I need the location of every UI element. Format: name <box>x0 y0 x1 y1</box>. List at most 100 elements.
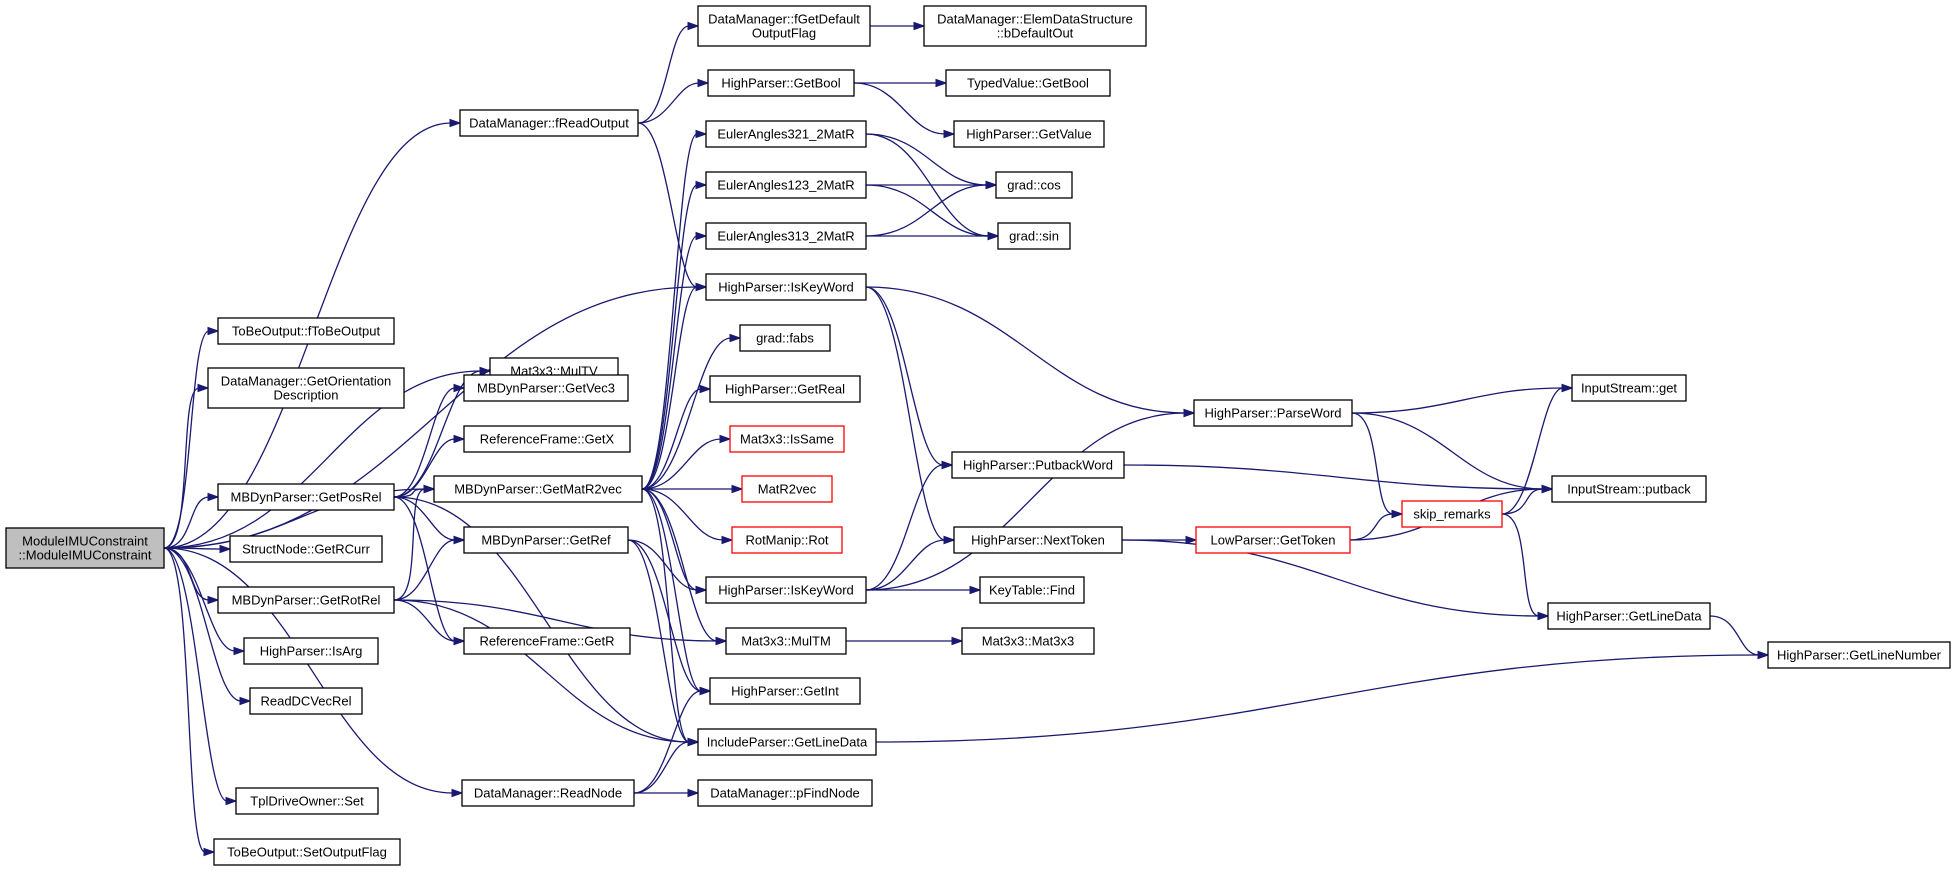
node-label: MBDynParser::GetRotRel <box>232 593 381 608</box>
node-hp-iskeyword1[interactable]: HighParser::IsKeyWord <box>705 273 867 301</box>
node-mb-getposrel[interactable]: MBDynParser::GetPosRel <box>217 483 395 511</box>
edge-mb_getmatr2vec-to-ea313 <box>641 235 698 490</box>
node-box <box>1401 500 1503 528</box>
arrowhead-mb_getmatr2vec-to-hp_iskeyword1 <box>695 282 708 292</box>
node-skip-remarks[interactable]: skip_remarks <box>1401 500 1503 528</box>
node-rotmanip-rot[interactable]: RotManip::Rot <box>731 526 843 554</box>
node-ip-getlinedata[interactable]: IncludeParser::GetLineData <box>697 728 877 756</box>
node-ea321[interactable]: EulerAngles321_2MatR <box>705 120 867 148</box>
node-hp-iskeyword2[interactable]: HighParser::IsKeyWord <box>705 576 867 604</box>
node-hp-parseword[interactable]: HighParser::ParseWord <box>1193 399 1353 427</box>
node-box <box>709 677 861 705</box>
node-is-get[interactable]: InputStream::get <box>1571 374 1687 402</box>
node-hp-getint[interactable]: HighParser::GetInt <box>709 677 861 705</box>
node-is-putback[interactable]: InputStream::putback <box>1551 475 1707 503</box>
node-label: DataManager::ElemDataStructure <box>937 12 1133 27</box>
edge-root-to-dm_getorient <box>163 387 200 549</box>
node-rf-getr[interactable]: ReferenceFrame::GetR <box>463 627 631 655</box>
node-mb-getrotrel[interactable]: MBDynParser::GetRotRel <box>217 586 395 614</box>
node-kt-find[interactable]: KeyTable::Find <box>979 576 1085 604</box>
edge-mb_getmatr2vec-to-ea123 <box>641 184 698 490</box>
arrowhead-root-to-mb_getposrel <box>207 492 220 502</box>
edge-lp_gettoken-to-skip_remarks <box>1349 513 1394 541</box>
arrowhead-dm_readnode-to-dm_pfindnode <box>687 788 700 798</box>
node-grad-cos[interactable]: grad::cos <box>995 171 1073 199</box>
node-mat-mat3x3[interactable]: Mat3x3::Mat3x3 <box>961 627 1095 655</box>
node-dm-freadoutput[interactable]: DataManager::fReadOutput <box>459 109 639 137</box>
arrowhead-dm_readnode-to-ip_getlinedata <box>687 737 700 747</box>
node-tdo-set[interactable]: TplDriveOwner::Set <box>235 787 379 815</box>
arrowhead-hp_getbool-to-tv_getbool <box>935 78 948 88</box>
node-hp-isarg[interactable]: HighParser::IsArg <box>243 637 379 665</box>
node-mat-multm[interactable]: Mat3x3::MulTM <box>725 627 847 655</box>
arrowhead-mb_getposrel-to-rf_getx <box>453 434 466 444</box>
arrowhead-mb_getposrel-to-mb_getvec3 <box>453 383 466 393</box>
edge-mb_getmatr2vec-to-grad_fabs <box>641 337 732 490</box>
node-box <box>243 637 379 665</box>
node-label: MBDynParser::GetPosRel <box>231 490 382 505</box>
node-ea313[interactable]: EulerAngles313_2MatR <box>705 222 867 250</box>
arrowhead-mb_getmatr2vec-to-grad_fabs <box>729 333 742 343</box>
node-hp-putbackword[interactable]: HighParser::PutbackWord <box>951 451 1125 479</box>
node-box <box>961 627 1095 655</box>
node-root[interactable]: ModuleIMUConstraint::ModuleIMUConstraint <box>5 527 165 569</box>
node-label: ReferenceFrame::GetR <box>479 634 614 649</box>
arrowhead-hp_nexttoken-to-lp_gettoken <box>1185 535 1198 545</box>
edge-dm_freadoutput-to-hp_iskeyword1 <box>637 122 698 288</box>
node-readdcvecrel[interactable]: ReadDCVecRel <box>249 687 363 715</box>
node-hp-getlinedata[interactable]: HighParser::GetLineData <box>1547 602 1711 630</box>
arrowhead-mat_multm-to-mat_mat3x3 <box>951 636 964 646</box>
node-rf-getx[interactable]: ReferenceFrame::GetX <box>463 425 631 453</box>
node-matr2vec[interactable]: MatR2vec <box>741 475 833 503</box>
edge-mb_getmatr2vec-to-hp_getint <box>641 488 702 692</box>
node-hp-getbool[interactable]: HighParser::GetBool <box>707 69 855 97</box>
edges-layer <box>163 21 1770 857</box>
arrowhead-mb_getrotrel-to-mb_getref <box>453 535 466 545</box>
node-hp-nexttoken[interactable]: HighParser::NextToken <box>953 526 1123 554</box>
node-mb-getmatr2vec[interactable]: MBDynParser::GetMatR2vec <box>433 475 643 503</box>
edge-skip_remarks-to-hp_getlinedata <box>1501 513 1540 617</box>
arrowhead-dm_freadoutput-to-hp_getbool <box>697 78 710 88</box>
arrowhead-root-to-dm_freadoutput <box>449 118 462 128</box>
arrowhead-mb_getrotrel-to-mat_multm <box>715 636 728 646</box>
edge-ea123-to-grad_sin <box>865 184 990 237</box>
node-hp-getlinenumber[interactable]: HighParser::GetLineNumber <box>1767 641 1951 669</box>
edge-hp_getlinedata-to-hp_getlinenumber <box>1709 615 1760 656</box>
node-mat-issame[interactable]: Mat3x3::IsSame <box>729 425 845 453</box>
node-tv-getbool[interactable]: TypedValue::GetBool <box>945 69 1111 97</box>
arrowhead-dm_freadoutput-to-dm_fgetdefault <box>687 21 700 31</box>
node-grad-fabs[interactable]: grad::fabs <box>739 324 831 352</box>
arrowhead-hp_iskeyword2-to-hp_parseword <box>1183 408 1196 418</box>
node-lp-gettoken[interactable]: LowParser::GetToken <box>1195 526 1351 554</box>
arrowhead-lp_gettoken-to-is_putback <box>1541 484 1554 494</box>
edge-mb_getmatr2vec-to-ea321 <box>641 133 698 490</box>
edge-mb_getposrel-to-mb_getvec3 <box>393 387 456 498</box>
node-dm-elemdata[interactable]: DataManager::ElemDataStructure::bDefault… <box>923 5 1147 47</box>
node-label: LowParser::GetToken <box>1210 533 1335 548</box>
node-dm-readnode[interactable]: DataManager::ReadNode <box>461 779 635 807</box>
edge-hp_iskeyword2-to-hp_parseword <box>865 412 1186 591</box>
node-mb-getref[interactable]: MBDynParser::GetRef <box>463 526 629 554</box>
edge-mb_getmatr2vec-to-hp_getreal <box>641 388 702 490</box>
node-tbo-ftobeoutput[interactable]: ToBeOutput::fToBeOutput <box>217 317 395 345</box>
node-box <box>1547 602 1711 630</box>
edge-hp_iskeyword1-to-hp_parseword <box>865 286 1186 414</box>
node-hp-getvalue[interactable]: HighParser::GetValue <box>953 120 1105 148</box>
node-hp-getreal[interactable]: HighParser::GetReal <box>709 375 861 403</box>
node-mb-getvec3[interactable]: MBDynParser::GetVec3 <box>463 374 629 402</box>
node-label: ::ModuleIMUConstraint <box>19 548 152 563</box>
node-label: HighParser::GetLineNumber <box>1777 648 1942 663</box>
node-label: grad::cos <box>1007 178 1061 193</box>
node-tbo-setoutputflag[interactable]: ToBeOutput::SetOutputFlag <box>213 838 401 866</box>
edge-hp_putbackword-to-is_putback <box>1123 464 1544 490</box>
node-dm-pfindnode[interactable]: DataManager::pFindNode <box>697 779 873 807</box>
node-box <box>709 375 861 403</box>
node-grad-sin[interactable]: grad::sin <box>997 222 1071 250</box>
node-ea123[interactable]: EulerAngles123_2MatR <box>705 171 867 199</box>
edge-mb_getmatr2vec-to-hp_iskeyword2 <box>641 488 698 591</box>
node-label: HighParser::GetValue <box>966 127 1092 142</box>
node-sn-getrcurr[interactable]: StructNode::GetRCurr <box>229 535 383 563</box>
